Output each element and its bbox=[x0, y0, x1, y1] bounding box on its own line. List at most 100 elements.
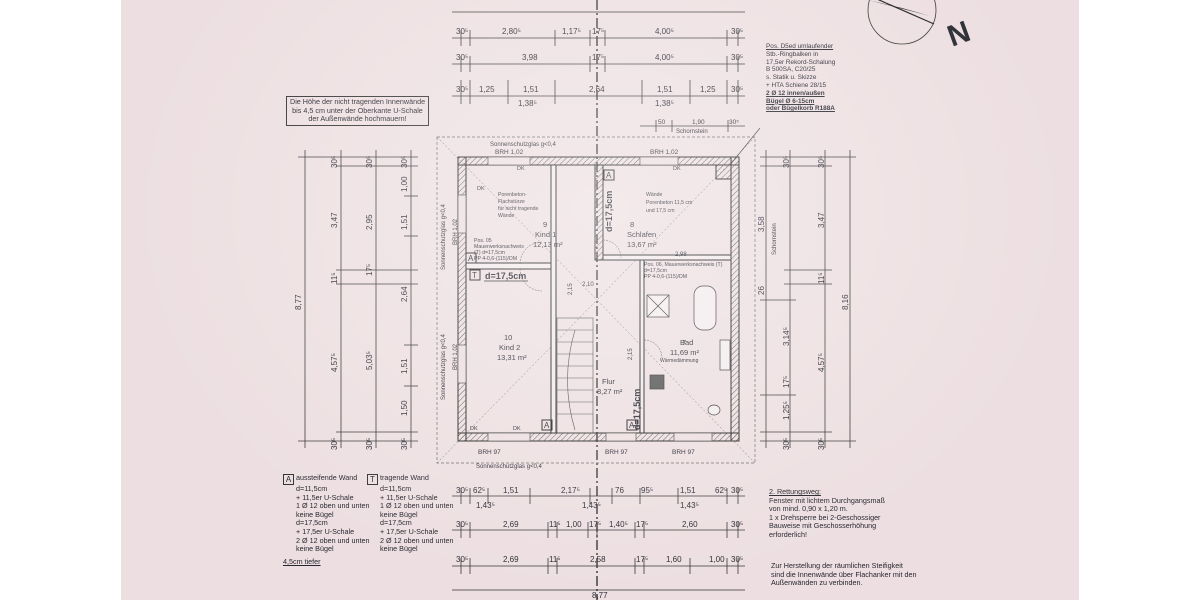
room-number: 10 bbox=[504, 333, 512, 342]
note-line: + 17,5er U-Schale bbox=[296, 526, 355, 536]
glass-label: Sonnenschutzglas g<0,4 bbox=[476, 464, 543, 470]
dim-label: 2,10 bbox=[582, 282, 594, 288]
dim-text: 1,25⁵ bbox=[782, 401, 791, 420]
wall-tag: T bbox=[472, 271, 477, 280]
note-line: 2 Ø 12 innen/außen bbox=[766, 89, 825, 97]
note-line: keine Bügel bbox=[296, 544, 334, 554]
brh-label: BRH 97 bbox=[605, 449, 628, 456]
plan-annotations: BRH 1,02 BRH 1,02 BRH 97 BRH 97 BRH 97 S… bbox=[470, 129, 708, 470]
dim-text: 11⁵ bbox=[549, 520, 561, 529]
note-line: 17,5er Rekord-Schalung bbox=[766, 58, 836, 66]
dim-text: 30⁵ bbox=[365, 156, 374, 168]
note-line: Stb.-Ringbalken in bbox=[766, 50, 819, 58]
note-line: + HTA Schiene 28/15 bbox=[766, 81, 827, 89]
bath-fixtures bbox=[646, 285, 731, 416]
plan-note: (T) d=17,5cm bbox=[474, 250, 505, 256]
dim-text: 30⁵ bbox=[817, 438, 826, 450]
dim-text: 17⁵ bbox=[592, 27, 604, 36]
dim-text: 1,25 bbox=[700, 85, 716, 94]
dim-text: 11⁵ bbox=[549, 555, 561, 564]
dim-text: 2,95 bbox=[365, 214, 374, 230]
staircase bbox=[556, 317, 594, 434]
dim-text: 17⁵ bbox=[365, 264, 374, 276]
plan-note: für nicht tragende bbox=[498, 206, 538, 212]
room-area: 13,67 m² bbox=[627, 240, 657, 249]
plan-note: Flachstürze bbox=[498, 199, 525, 205]
room-labels: 9 Kind 1 12,13 m² 8 Schlafen 13,67 m² 10… bbox=[497, 220, 700, 396]
dim-text: 50 bbox=[658, 119, 666, 126]
dim-text: 30⁵ bbox=[731, 520, 743, 529]
room-number: 7 bbox=[682, 338, 686, 347]
dim-text: 17⁵ bbox=[782, 376, 791, 388]
dim-text: 2,60 bbox=[682, 520, 698, 529]
note-line: bis 4,5 cm unter der Oberkante U-Schale bbox=[292, 105, 423, 115]
dim-text: 11⁵ bbox=[330, 272, 339, 284]
note-line: keine Bügel bbox=[296, 509, 334, 519]
note-line: 2 Ø 12 oben und unten bbox=[380, 535, 454, 545]
plan-label: DK bbox=[673, 166, 681, 172]
dim-text: 5,03⁵ bbox=[365, 351, 374, 370]
dim-text: 30⁵ bbox=[782, 438, 791, 450]
brh-label: BRH 1,02 bbox=[453, 218, 459, 245]
dim-text: 17⁵ bbox=[592, 53, 604, 62]
note-wall-height: Die Höhe der nicht tragenden Innenwände … bbox=[286, 96, 429, 126]
right-dimension-texts: 8,16 30⁵ 3,58 26 3,14⁵ 17⁵ 1,25⁵ 30⁵ 30⁵… bbox=[757, 156, 850, 450]
wall-thickness: d=17,5cm bbox=[632, 389, 642, 430]
note-line: Die Höhe der nicht tragenden Innenwände bbox=[290, 97, 426, 106]
chimney-icon bbox=[649, 374, 665, 390]
door-swings bbox=[519, 239, 663, 359]
dim-text: 8,16 bbox=[841, 294, 850, 310]
plan-note: Mauerwerksnachweis bbox=[474, 244, 524, 250]
dim-text: 62⁵ bbox=[473, 486, 485, 495]
legend-tag: T bbox=[367, 474, 378, 485]
top-dimension-lines bbox=[452, 11, 745, 132]
top-dimension-texts: 30⁵ 2,80⁵ 1,17⁵ 17⁵ 4,00⁵ 30⁵ 30⁵ 3,98 1… bbox=[456, 27, 743, 126]
dim-text: 62⁵ bbox=[715, 486, 727, 495]
dim-text: 1,43⁵ bbox=[680, 501, 699, 510]
note-line: s. Statik u. Skizze bbox=[766, 74, 817, 82]
dim-text: 1,00 bbox=[709, 555, 725, 564]
dim-text: 1,25 bbox=[479, 85, 495, 94]
room-number: 8 bbox=[630, 220, 634, 229]
note-line: sind die Innenwände über Flachanker mit … bbox=[771, 569, 917, 579]
dim-text: 1,51 bbox=[503, 486, 519, 495]
note-line: + 11,5er U-Schale bbox=[296, 492, 354, 502]
note-stiffness: Zur Herstellung der räumlichen Steifigke… bbox=[771, 561, 917, 588]
plan-label: DK bbox=[477, 186, 485, 192]
note-line: Bügel Ø 6-15cm bbox=[766, 97, 815, 105]
dim-text: 1,43⁵ bbox=[582, 501, 601, 510]
dim-text: 30⁵ bbox=[782, 156, 791, 168]
plan-note: Wände bbox=[498, 213, 515, 219]
plan-label: DK bbox=[513, 426, 521, 432]
room-name: Kind 1 bbox=[535, 230, 556, 239]
note-line: d=11,5cm bbox=[380, 484, 412, 493]
dim-text: 30⁵ bbox=[731, 486, 743, 495]
dim-text: 1,40⁵ bbox=[609, 520, 628, 529]
note-line: Fenster mit lichtem Durchgangsmaß bbox=[769, 495, 885, 505]
north-letter: N bbox=[943, 15, 975, 53]
legend-tag: A bbox=[283, 474, 294, 485]
dim-text: 1,38⁵ bbox=[655, 99, 674, 108]
dim-text: 30⁵ bbox=[731, 555, 743, 564]
dim-text: 3,47 bbox=[330, 212, 339, 228]
dim-label: 2,98 bbox=[675, 252, 687, 258]
note-line: oder Bügelkorb R188A bbox=[766, 105, 835, 113]
dim-text: 30⁵ bbox=[456, 555, 468, 564]
dim-text: 30⁵ bbox=[731, 53, 743, 62]
dim-text: 8,77 bbox=[592, 591, 608, 600]
brh-label: BRH 1,02 bbox=[650, 149, 679, 156]
dim-text: 3,14⁵ bbox=[782, 327, 791, 346]
dim-text: 1,51 bbox=[680, 486, 696, 495]
dim-text: 2,58 bbox=[590, 555, 606, 564]
dim-text: 2,64 bbox=[400, 286, 409, 302]
note-line: d=17,5cm bbox=[296, 518, 328, 528]
dim-text: 1,51 bbox=[400, 358, 409, 374]
dim-text: 30⁵ bbox=[456, 27, 468, 36]
leader-line bbox=[729, 127, 761, 166]
note-line: Bauweise mit Geschosserhöhung bbox=[769, 521, 877, 531]
plan-note: PP 4-0,6-(115)/DM bbox=[474, 256, 517, 262]
dim-label: 2,15 bbox=[628, 348, 634, 360]
dim-text: 3,47 bbox=[817, 212, 826, 228]
note-line: Zur Herstellung der räumlichen Steifigke… bbox=[771, 561, 903, 570]
